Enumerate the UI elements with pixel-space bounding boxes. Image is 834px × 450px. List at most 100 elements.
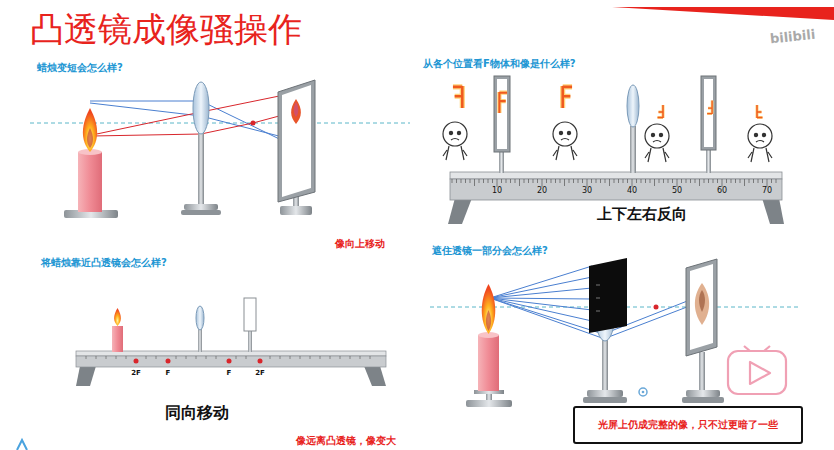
- f-letter: [757, 105, 763, 118]
- question-text: 蜡烛变短会怎么样?: [37, 62, 123, 74]
- focal-label: 2F: [255, 369, 265, 377]
- observer-figure: [451, 139, 459, 141]
- convex-lens: [583, 397, 627, 403]
- top-red-bar: [612, 7, 834, 20]
- corner-mark: [17, 440, 27, 450]
- observer-figure: [561, 139, 569, 141]
- optical-bench: [448, 198, 472, 224]
- answer-text: 像远离凸透镜，像变大: [296, 435, 396, 447]
- convex-lens: [627, 85, 639, 127]
- f-letter: [757, 105, 763, 118]
- answer-text: 像向上移动: [335, 238, 385, 250]
- candle: [478, 335, 499, 391]
- observer-figure: [553, 122, 577, 146]
- small-marker: [639, 388, 647, 396]
- scale-number: 30: [582, 186, 592, 195]
- focal-label: 2F: [131, 369, 141, 377]
- f-object-panel: [499, 92, 507, 113]
- candle: [83, 108, 97, 152]
- optical-bench: [448, 172, 784, 224]
- optical-bench: [76, 366, 96, 386]
- convex-lens: [627, 85, 639, 173]
- light-ray: [490, 266, 592, 298]
- lens-cover: [589, 258, 627, 333]
- f-object-panel: [499, 92, 507, 113]
- candle: [114, 308, 121, 326]
- focal-point: [654, 305, 659, 310]
- light-screen: [695, 283, 709, 325]
- candle: [486, 310, 491, 331]
- light-screen: [706, 148, 711, 173]
- focal-point: [134, 359, 263, 364]
- observer-figure: [645, 124, 669, 162]
- optical-bench: [76, 356, 386, 367]
- watermark: bilibili: [769, 28, 816, 48]
- light-screen: [701, 76, 716, 150]
- play-icon: [750, 362, 770, 384]
- observer-figure: [449, 131, 452, 134]
- observer-figure: [659, 133, 662, 136]
- optical-bench: [450, 179, 782, 200]
- light-screen: [707, 101, 712, 115]
- convex-lens: [196, 306, 204, 352]
- answer-box: 光屏上仍成完整的像，只不过更暗了一些: [573, 406, 803, 444]
- candle: [64, 108, 118, 218]
- observer-figure: [748, 124, 772, 162]
- light-screen: [244, 298, 256, 352]
- observer-figure: [443, 122, 467, 160]
- top-red-bar: [612, 7, 834, 20]
- observer-figure: [443, 122, 772, 162]
- optical-bench: [364, 366, 386, 386]
- light-screen: [690, 264, 713, 350]
- focal-label: F: [166, 369, 171, 377]
- light-screen: [707, 101, 712, 115]
- convex-lens: [630, 126, 636, 173]
- convex-lens: [198, 132, 204, 206]
- focal-point: [227, 359, 232, 364]
- candle: [112, 326, 123, 352]
- f-object-panel: [499, 150, 504, 173]
- answer-text: 上下左右反向: [597, 206, 687, 223]
- candle: [112, 308, 123, 352]
- optical-bench: [452, 179, 776, 187]
- optical-bench: [450, 172, 782, 179]
- f-letter: [757, 105, 763, 118]
- light-screen: [701, 76, 716, 173]
- light-screen: [682, 397, 724, 403]
- focal-point: [166, 359, 171, 364]
- candle: [78, 152, 102, 212]
- observer-figure: [553, 146, 577, 160]
- observer-figure: [443, 146, 467, 160]
- observer-figure: [748, 148, 772, 162]
- play-icon: [728, 351, 786, 394]
- light-screen: [686, 259, 717, 356]
- convex-lens: [196, 306, 204, 330]
- observer-figure: [443, 122, 467, 146]
- scale-number: 10: [492, 186, 502, 195]
- observer-figure: [748, 124, 772, 148]
- scale-number: 50: [672, 186, 682, 195]
- light-screen: [699, 352, 705, 392]
- scale-number: 20: [537, 186, 547, 195]
- light-ray: [490, 277, 592, 298]
- lens-cover: [589, 258, 627, 333]
- answer-text: 光屏上仍成完整的像，只不过更暗了一些: [598, 418, 778, 432]
- light-screen: [704, 79, 713, 147]
- light-screen: [280, 206, 312, 215]
- observer-figure: [653, 141, 661, 143]
- optical-bench: [76, 351, 386, 386]
- convex-lens: [184, 204, 218, 210]
- light-screen: [278, 80, 315, 215]
- focal-label: F: [227, 369, 232, 377]
- convex-lens: [193, 82, 209, 134]
- observer-figure: [762, 133, 765, 136]
- convex-lens: [181, 210, 221, 215]
- page-title: 凸透镜成像骚操作: [30, 10, 302, 49]
- f-letter: [563, 86, 572, 108]
- f-object-panel: [499, 92, 507, 113]
- scale-number: 70: [762, 186, 772, 195]
- light-ray: [490, 298, 592, 299]
- observer-figure: [645, 124, 669, 148]
- convex-lens: [602, 338, 608, 392]
